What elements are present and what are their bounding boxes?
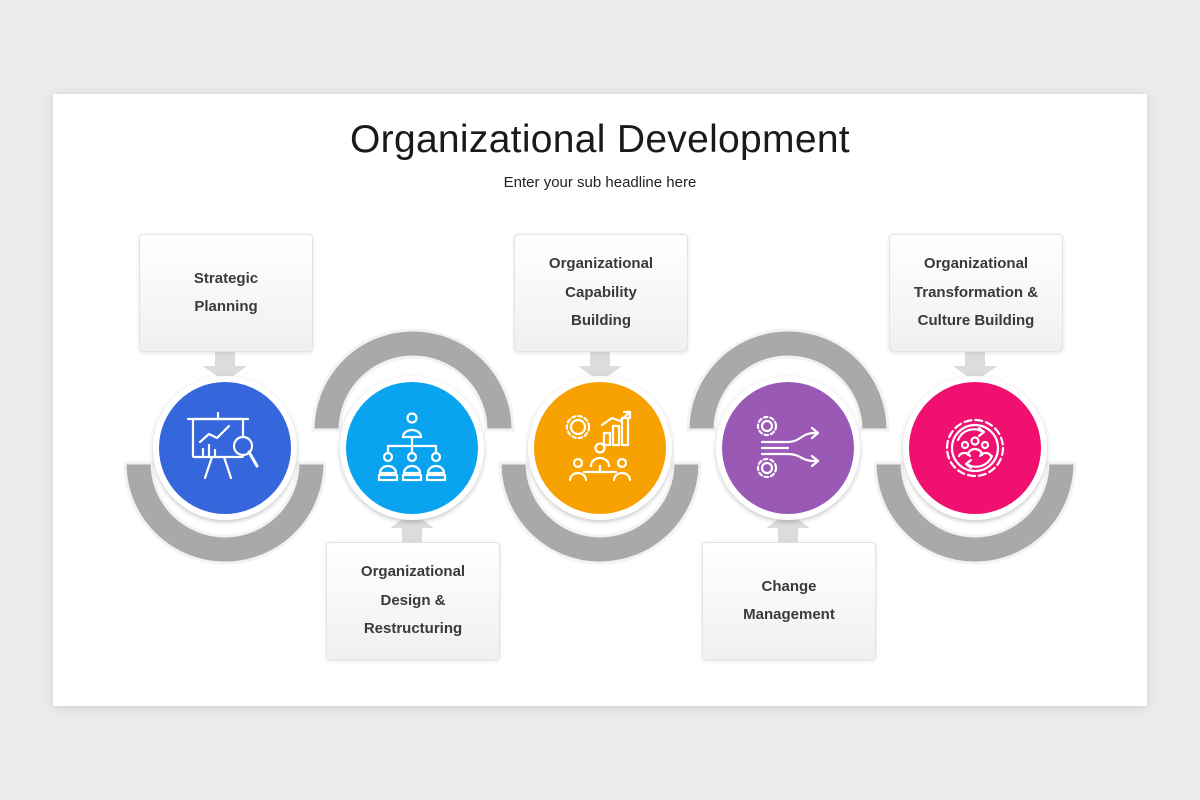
page-subtitle: Enter your sub headline here	[503, 174, 697, 191]
org-chart-icon	[377, 412, 447, 482]
step-card-2-line-2: Design &	[380, 591, 446, 609]
team-growth-gears-icon	[565, 410, 632, 482]
pointer-arrow-2	[390, 512, 434, 544]
arc-connector-1	[123, 461, 327, 565]
arc-connector-2	[311, 328, 515, 432]
step-card-2: Organizational Design & Restructuring	[326, 542, 500, 660]
page-title: Organizational Development	[350, 118, 850, 161]
step-circle-1-fill	[159, 382, 291, 514]
presentation-chart-magnifier-icon	[186, 411, 259, 480]
pointer-arrows	[203, 340, 997, 544]
step-circle-3-fill	[534, 382, 666, 514]
step-card-2-line-1: Organizational	[360, 563, 466, 581]
step-card-5-line-2: Transformation &	[913, 283, 1039, 301]
step-circles	[153, 376, 1047, 520]
pointer-arrow-3	[578, 340, 622, 382]
step-card-1-line-1: Strategic	[193, 269, 259, 287]
arc-connector-3	[498, 461, 702, 565]
arc-connector-5	[873, 461, 1077, 565]
step-card-3-line-3: Building	[571, 312, 631, 330]
step-card-1: Strategic Planning	[139, 234, 313, 352]
arc-connector-4	[686, 328, 890, 432]
step-card-4-line-1: Change	[761, 577, 817, 595]
step-card-5-line-3: Culture Building	[917, 312, 1035, 330]
step-card-5-line-1: Organizational	[923, 255, 1029, 273]
gears-shuffle-arrows-icon	[756, 415, 820, 479]
step-card-4-line-2: Management	[743, 606, 835, 623]
step-card-3-line-1: Organizational	[548, 255, 654, 273]
pointer-arrow-1	[203, 340, 247, 382]
step-card-2-line-3: Restructuring	[363, 620, 463, 638]
step-card-3: Organizational Capability Building	[514, 234, 688, 352]
pointer-arrow-5	[953, 340, 997, 382]
step-card-4: Change Management	[702, 542, 876, 660]
gear-team-cycle-icon	[945, 418, 1005, 478]
step-card-3-line-2: Capability	[565, 283, 637, 301]
arc-connectors	[123, 328, 1077, 565]
step-card-1-line-2: Planning	[194, 298, 258, 315]
step-card-5: Organizational Transformation & Culture …	[889, 234, 1063, 352]
pointer-arrow-4	[766, 512, 810, 544]
